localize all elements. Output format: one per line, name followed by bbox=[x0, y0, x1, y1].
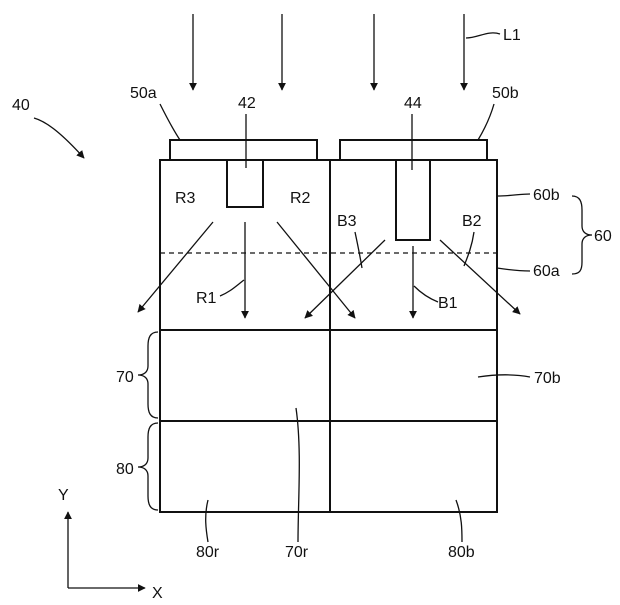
device-40-arrow bbox=[33, 117, 85, 159]
ray-r3 bbox=[137, 221, 214, 313]
label-l1: L1 bbox=[503, 27, 521, 44]
label-70: 70 bbox=[116, 369, 134, 386]
leader-50a bbox=[159, 103, 181, 141]
label-r3: R3 bbox=[175, 190, 196, 207]
label-40: 40 bbox=[12, 97, 30, 114]
label-50b: 50b bbox=[492, 85, 519, 102]
plate-50a bbox=[169, 139, 318, 161]
label-50a: 50a bbox=[130, 85, 157, 102]
body-frame bbox=[159, 159, 498, 513]
axis-x-label: X bbox=[152, 585, 163, 602]
leader-b2 bbox=[463, 231, 475, 267]
label-80: 80 bbox=[116, 461, 134, 478]
ray-b2 bbox=[439, 239, 521, 315]
label-44: 44 bbox=[404, 95, 422, 112]
label-60: 60 bbox=[594, 228, 612, 245]
leader-70b bbox=[477, 374, 531, 378]
incident-light-arrows bbox=[189, 14, 468, 91]
leader-80b bbox=[455, 499, 463, 543]
leader-80r bbox=[205, 499, 209, 543]
leader-r1 bbox=[219, 279, 245, 297]
brace-80 bbox=[137, 422, 159, 511]
label-r1: R1 bbox=[196, 290, 217, 307]
label-70r: 70r bbox=[285, 544, 309, 561]
label-80r: 80r bbox=[196, 544, 220, 561]
label-80b: 80b bbox=[448, 544, 475, 561]
label-70b: 70b bbox=[534, 370, 561, 387]
plate-50b bbox=[339, 139, 488, 161]
label-b2: B2 bbox=[462, 213, 482, 230]
ray-b3 bbox=[304, 239, 386, 319]
label-60b: 60b bbox=[533, 187, 560, 204]
axis-indicator bbox=[64, 511, 146, 592]
label-b1: B1 bbox=[438, 295, 458, 312]
leader-70r bbox=[295, 407, 300, 543]
label-60a: 60a bbox=[533, 263, 560, 280]
label-b3: B3 bbox=[337, 213, 357, 230]
chip-42 bbox=[226, 159, 264, 208]
brace-60 bbox=[571, 195, 593, 275]
axis-y-label: Y bbox=[58, 487, 69, 504]
leader-60a bbox=[496, 267, 531, 272]
brace-70 bbox=[137, 331, 159, 419]
ray-r2 bbox=[276, 221, 356, 319]
label-r2: R2 bbox=[290, 190, 311, 207]
leader-b1 bbox=[413, 285, 439, 303]
l1-leader bbox=[465, 32, 501, 39]
chip-44 bbox=[395, 159, 431, 241]
label-42: 42 bbox=[238, 95, 256, 112]
leader-60b bbox=[496, 193, 531, 197]
leader-50b bbox=[477, 103, 495, 141]
leader-b3 bbox=[354, 231, 363, 269]
